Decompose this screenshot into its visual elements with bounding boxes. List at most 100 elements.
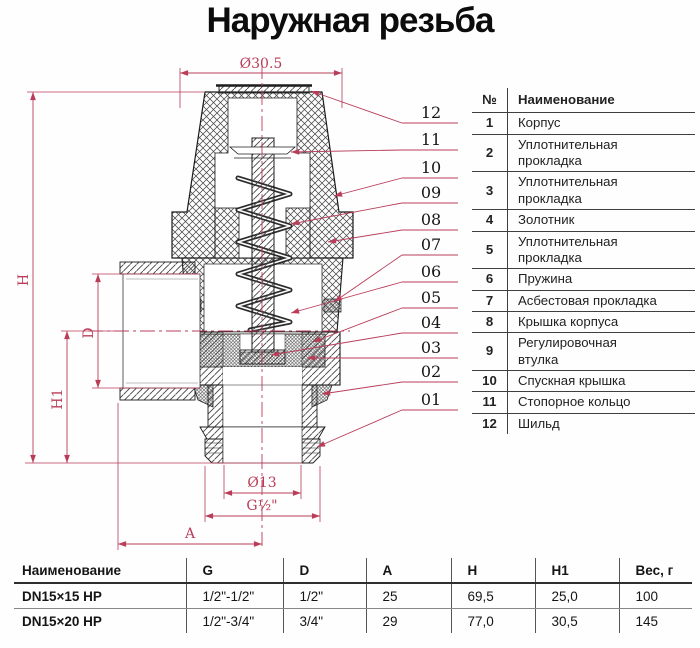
part-number: 5 <box>472 231 508 270</box>
dim-thread-G: G½" <box>204 466 321 522</box>
part-number: 1 <box>472 112 508 135</box>
spec-header-weight: Вес, г <box>618 558 692 584</box>
part-name: Золотник <box>507 209 695 232</box>
part-name: Стопорное кольцо <box>507 391 695 414</box>
svg-text:03: 03 <box>421 338 441 357</box>
spec-value-weight: 100 <box>618 583 692 609</box>
svg-text:06: 06 <box>421 262 441 281</box>
spec-value-A: 29 <box>365 608 451 633</box>
spec-value-D: 1/2" <box>282 583 366 609</box>
callout-09: 09 <box>291 183 458 224</box>
part-name: Уплотнительная прокладка <box>507 134 695 173</box>
spec-header-H: H <box>450 558 535 584</box>
parts-header-name: Наименование <box>507 88 695 114</box>
table-row: DN15×20 НР 1/2"-3/4" 3/4" 29 77,0 30,5 1… <box>14 608 692 633</box>
model-name: DN15×15 НР <box>14 583 186 609</box>
callout-11: 11 <box>291 130 458 152</box>
svg-text:04: 04 <box>421 313 441 332</box>
table-row: 12 Шильд <box>472 413 695 435</box>
svg-text:09: 09 <box>421 183 441 202</box>
part-number: 10 <box>472 370 508 393</box>
dim-height-H: H <box>16 91 302 464</box>
parts-header-num: № <box>472 88 508 114</box>
svg-text:Ø30.5: Ø30.5 <box>240 56 283 72</box>
part-number: 7 <box>472 290 508 312</box>
part-name: Уплотнительная прокладка <box>507 231 695 270</box>
callout-05: 05 <box>313 288 458 342</box>
callout-01: 01 <box>317 390 458 447</box>
spec-table-header: Наименование G D A H H1 Вес, г <box>14 558 692 584</box>
svg-text:H1: H1 <box>50 388 66 409</box>
callout-12: 12 <box>311 91 458 124</box>
valve-cross-section-drawing: Ø30.5 H D H1 Ø13 <box>16 56 458 550</box>
callout-07: 07 <box>334 235 458 302</box>
callouts: 12 11 10 09 08 07 <box>271 91 458 447</box>
parts-table: № Наименование 1 Корпус 2 Уплотнительная… <box>472 88 695 435</box>
spec-value-H: 77,0 <box>450 608 535 633</box>
callout-10: 10 <box>334 158 458 196</box>
callout-08: 08 <box>328 210 458 242</box>
table-row: 5 Уплотнительная прокладка <box>472 231 695 270</box>
spec-table: Наименование G D A H H1 Вес, г DN15×15 Н… <box>14 558 692 633</box>
svg-text:A: A <box>184 526 196 542</box>
dim-bore-diameter: Ø13 <box>223 465 302 499</box>
svg-text:08: 08 <box>421 210 441 229</box>
dim-offset-A: A <box>117 403 262 550</box>
part-name: Уплотнительная прокладка <box>507 171 695 211</box>
table-row: 6 Пружина <box>472 268 695 291</box>
svg-text:H: H <box>16 274 32 286</box>
dim-port-diameter-D: D <box>81 273 200 389</box>
table-row: 11 Стопорное кольцо <box>472 391 695 414</box>
part-name: Спускная крышка <box>507 370 695 393</box>
spec-header-D: D <box>282 558 366 584</box>
spec-value-G: 1/2"-1/2" <box>185 583 283 609</box>
parts-table-header: № Наименование <box>472 88 695 114</box>
spool-plate <box>239 349 286 365</box>
spec-header-H1: H1 <box>534 558 619 584</box>
table-row: 2 Уплотнительная прокладка <box>472 134 695 173</box>
svg-text:02: 02 <box>421 362 441 381</box>
svg-text:D: D <box>81 327 97 338</box>
table-row: 7 Асбестовая прокладка <box>472 290 695 312</box>
part-number: 2 <box>472 134 508 173</box>
model-name: DN15×20 НР <box>22 614 102 629</box>
callout-04: 04 <box>271 313 458 355</box>
part-number: 6 <box>472 268 508 291</box>
part-name: Пружина <box>507 268 695 291</box>
dimension-layer: Ø30.5 H D H1 Ø13 <box>16 56 350 550</box>
spec-value-D: 3/4" <box>282 608 366 633</box>
svg-text:G½": G½" <box>246 498 277 514</box>
part-name: Шильд <box>518 415 560 431</box>
part-name: Крышка корпуса <box>507 311 695 334</box>
part-number: 11 <box>472 391 508 414</box>
callout-06: 06 <box>291 262 458 313</box>
table-row: 8 Крышка корпуса <box>472 311 695 334</box>
dim-cap-diameter: Ø30.5 <box>179 56 343 108</box>
spec-header-A: A <box>365 558 451 584</box>
spec-header-G: G <box>185 558 283 584</box>
callout-02: 02 <box>322 362 458 394</box>
part-name: Регулировочная втулка <box>507 332 695 372</box>
svg-text:07: 07 <box>421 235 441 254</box>
table-row: 3 Уплотнительная прокладка <box>472 171 695 211</box>
svg-text:Ø13: Ø13 <box>247 475 276 491</box>
page-title: Наружная резьба <box>206 1 495 40</box>
svg-text:12: 12 <box>421 103 441 122</box>
part-name: Корпус <box>507 112 695 135</box>
table-row: 4 Золотник <box>472 209 695 232</box>
svg-text:11: 11 <box>421 130 441 149</box>
part-number: 3 <box>472 171 508 211</box>
table-row: 9 Регулировочная втулка <box>472 332 695 372</box>
dim-height-H1: H1 <box>50 330 120 463</box>
table-row: DN15×15 НР 1/2"-1/2" 1/2" 25 69,5 25,0 1… <box>14 583 692 609</box>
spec-value-H: 69,5 <box>450 583 535 609</box>
callout-03: 03 <box>307 338 458 358</box>
svg-text:05: 05 <box>421 288 441 307</box>
part-name: Асбестовая прокладка <box>507 290 695 312</box>
spec-value-H1: 30,5 <box>534 608 619 633</box>
part-number: 9 <box>472 332 508 372</box>
svg-text:01: 01 <box>421 390 441 409</box>
part-number: 4 <box>472 209 508 232</box>
part-number: 8 <box>472 311 508 334</box>
